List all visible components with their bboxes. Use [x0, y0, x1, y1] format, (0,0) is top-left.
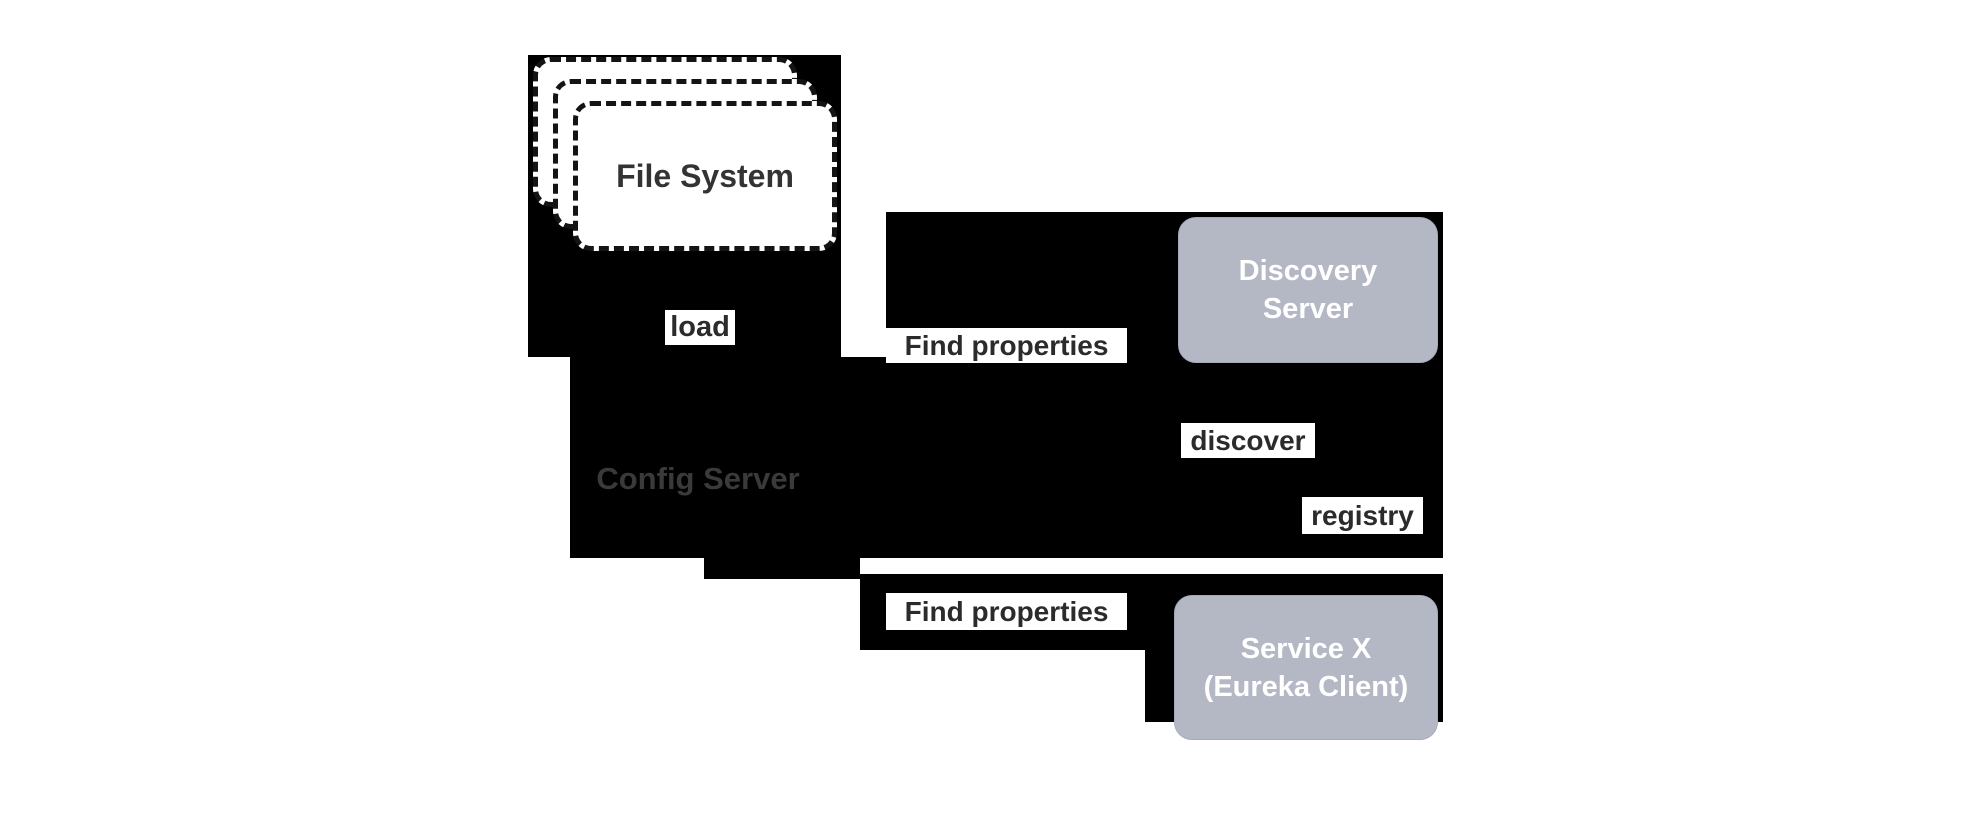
service-x-box: Service X (Eureka Client) [1174, 595, 1438, 740]
step-connector-silhouette [704, 557, 860, 579]
edge-label-registry: registry [1302, 497, 1423, 534]
file-system-label: File System [616, 157, 794, 194]
config-server-label: Config Server [596, 461, 800, 496]
edge-label-find-properties-bottom: Find properties [886, 593, 1127, 630]
service-x-label-line1: Service X [1240, 632, 1372, 665]
file-system-card: File System [573, 101, 837, 251]
edge-label-find-properties-top: Find properties [886, 328, 1127, 363]
edge-label-discover: discover [1181, 423, 1315, 458]
edge-label-load: load [665, 310, 735, 345]
discovery-server-box: Discovery Server [1178, 217, 1438, 363]
discovery-server-label-line1: Discovery [1238, 255, 1378, 287]
discovery-server-label-line2: Server [1262, 293, 1354, 325]
service-x-label-line2: (Eureka Client) [1203, 670, 1409, 703]
